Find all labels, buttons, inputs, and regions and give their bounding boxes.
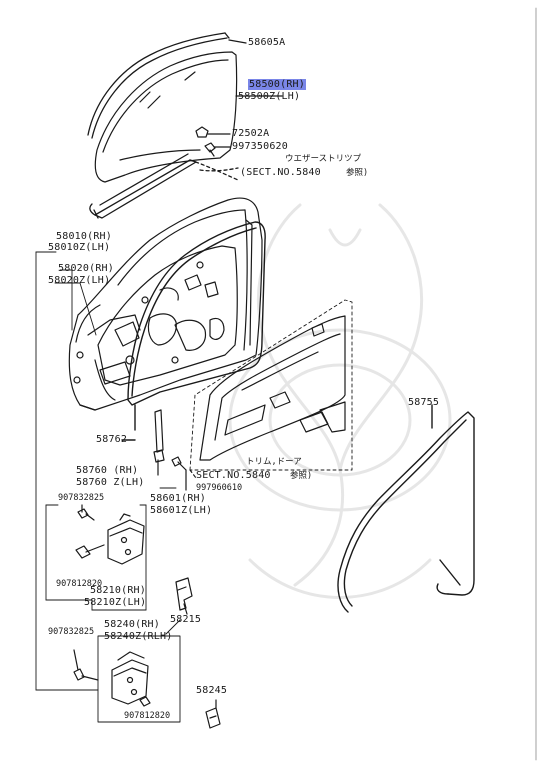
label-58010z-lh: 58010Z(LH) [48, 242, 111, 253]
label-907812820-lower: 907812820 [124, 711, 171, 721]
door-trim-58601 [189, 299, 353, 479]
label-sect-trim: SECT.NO.5840 [196, 470, 271, 481]
label-58755: 58755 [408, 397, 440, 408]
clip-72502A [195, 126, 231, 157]
label-997350620: 997350620 [232, 141, 288, 152]
label-58020z-lh: 58020Z(LH) [48, 275, 111, 286]
label-58245: 58245 [196, 685, 228, 696]
door-check-58215 [175, 577, 193, 615]
label-58760-rh: 58760 (RH) [76, 465, 139, 476]
door-shell-58010 [68, 197, 263, 411]
label-sankyo-2: 参照) [290, 471, 313, 481]
glass-run-seal-58605A [87, 32, 247, 139]
label-sankyo-1: 参照) [346, 168, 369, 178]
label-58010-rh: 58010(RH) [56, 231, 112, 242]
label-58605A: 58605A [248, 37, 286, 48]
label-58240-rh: 58240(RH) [104, 619, 160, 630]
label-72502A: 72502A [232, 128, 270, 139]
label-58601z-lh: 58601Z(LH) [150, 505, 213, 516]
label-58601-rh: 58601(RH) [150, 493, 206, 504]
label-58210-rh: 58210(RH) [90, 585, 146, 596]
label-907832825: 907832825 [58, 493, 105, 503]
belt-weatherstrip [89, 153, 239, 219]
label-997960610: 997960610 [196, 483, 243, 493]
label-58020-rh: 58020(RH) [58, 263, 114, 274]
opening-weatherstrip-58755 [337, 404, 475, 613]
label-sect-weatherstrip: (SECT.NO.5840 [240, 167, 321, 178]
label-58500-rh: 58500(RH) [248, 79, 306, 90]
spacer-58245 [205, 699, 221, 729]
label-58500z-lh: 58500Z(LH) [238, 91, 301, 102]
hinge-upper-58210 [75, 504, 145, 565]
label-weatherstrip-jp: ウエザーストリツプ [285, 154, 362, 164]
inner-panel-58020 [97, 245, 238, 386]
label-58760z-lh: 58760 Z(LH) [76, 477, 145, 488]
door-glass-58500 [94, 51, 283, 183]
label-58215: 58215 [170, 614, 202, 625]
label-907812820-upper: 907812820 [56, 579, 103, 589]
label-trim-jp: トリム,ドーア [246, 457, 302, 467]
hinge-lower-58240 [73, 635, 181, 723]
label-58240z-rlh: 58240Z(RLH) [104, 631, 173, 642]
leader-lines-left [35, 251, 147, 691]
screw-997960610 [171, 456, 187, 491]
label-907832825-lower: 907832825 [48, 627, 95, 637]
label-58210z-lh: 58210Z(LH) [84, 597, 147, 608]
bracket-58760 [153, 409, 165, 476]
highlighted-part-58500[interactable]: 58500(RH) [248, 79, 306, 90]
door-weatherstrip-58762 [121, 221, 266, 441]
label-58762: 58762 [96, 434, 128, 445]
